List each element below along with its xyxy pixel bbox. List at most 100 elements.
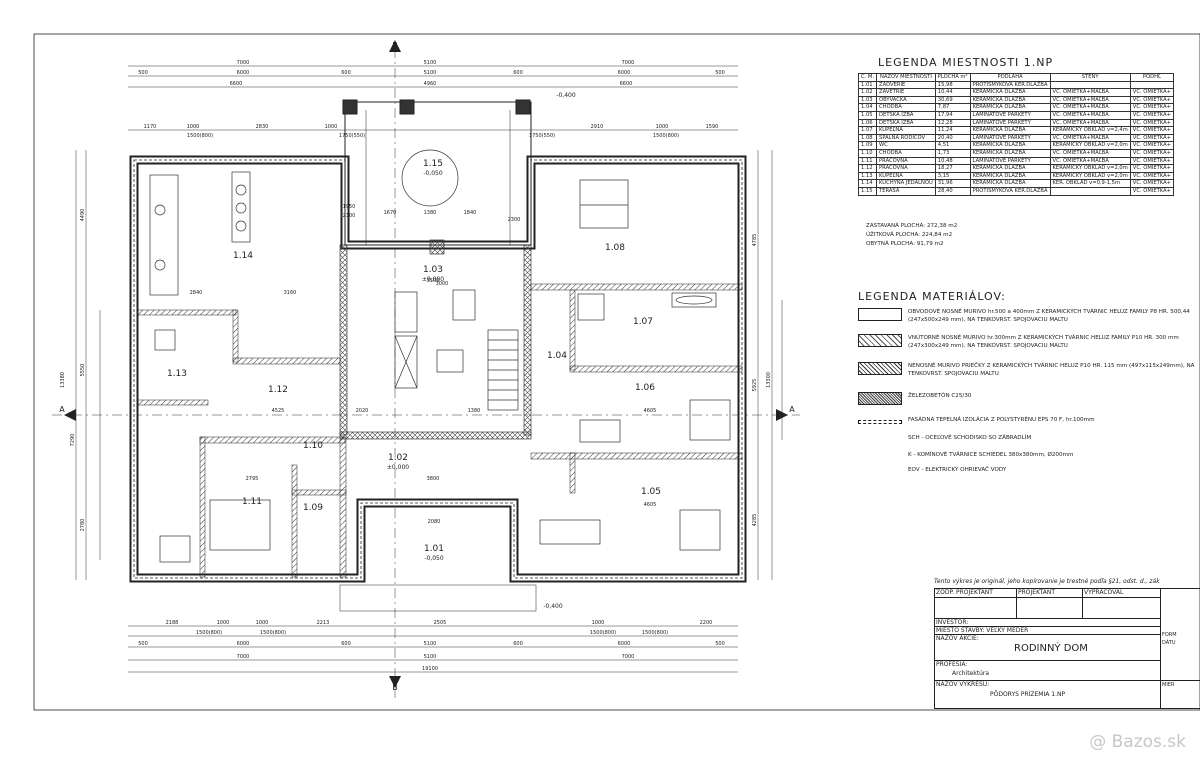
room-legend-cell: TERASA	[876, 186, 936, 196]
dimension-label: 4605	[644, 502, 657, 508]
material-swatch	[858, 334, 902, 347]
room-label-1-02: 1.02	[388, 453, 408, 463]
room-legend-cell: 1.14	[857, 179, 878, 188]
dimension-label: 5925	[752, 379, 758, 392]
interior-walls	[137, 244, 743, 578]
dimension-label: 1000	[217, 620, 230, 626]
drawing-label: NÁZOV VÝKRESU:	[936, 681, 990, 688]
room-legend-cell: VC. OMIETKA+	[1129, 141, 1174, 150]
room-legend-cell: KERAMICKÁ DLAŽBA	[969, 95, 1051, 105]
dimension-label: 6000	[618, 641, 631, 647]
dimension-label: 1000	[325, 124, 338, 130]
material-item: OBVODOVÉ NOSNÉ MURIVO hr.500 a 400mm Z K…	[858, 308, 1198, 324]
usable-area: ÚŽITKOVÁ PLOCHA: 224,84 m2	[866, 232, 953, 238]
room-label-1-07: 1.07	[633, 317, 653, 327]
room-legend-cell: KERAMICKÁ DLAŽBA	[969, 164, 1051, 173]
room-label-1-12: 1.12	[268, 385, 288, 395]
room-legend-col-3: PODLAHA	[969, 73, 1051, 82]
material-text: K - KOMÍNOVÉ TVÁRNICE SCHIEDEL 380x380mm…	[908, 452, 1074, 458]
room-label-1-10: 1.10	[303, 441, 323, 451]
material-text: OBVODOVÉ NOSNÉ MURIVO hr.500 a 400mm Z K…	[908, 309, 1190, 323]
dimension-label: 3160	[284, 290, 297, 296]
room-legend-cell: 1.15	[857, 186, 878, 196]
scale-label: MIER	[1162, 682, 1175, 688]
room-legend-cell: PRÁČOVŇA	[876, 164, 936, 173]
dimension-label: 6000	[618, 70, 631, 76]
room-legend-cell: 11,24	[934, 126, 971, 135]
room-legend-cell: LAMINÁTOVÉ PARKETY	[969, 118, 1051, 128]
dimension-label: 6000	[237, 641, 250, 647]
dimension-label: 5100	[424, 60, 437, 66]
room-legend-cell: KERAMICKÁ DLAŽBA	[969, 148, 1051, 158]
section-markers	[64, 40, 788, 688]
room-label-1-11: 1.11	[242, 497, 262, 507]
room-legend-cell: KERAMICKÝ OBKLAD v=2,4m	[1049, 126, 1131, 135]
dimension-label: 600	[341, 641, 351, 647]
investor-label: INVESTOR:	[936, 619, 969, 626]
room-legend-cell: PROTIŠMYKOVÁ KER.DLAŽBA	[969, 186, 1051, 196]
room-legend-cell: VC. OMIETKA+MAĽBA	[1049, 103, 1131, 112]
sheet-frame	[33, 33, 1200, 711]
room-legend-cell: 4,51	[934, 141, 971, 150]
room-legend-cell: CHODBA	[876, 148, 936, 158]
dimension-label: 4785	[752, 234, 758, 247]
dimension-label: 7000	[237, 654, 250, 660]
dimension-label: 19100	[422, 666, 438, 672]
material-text: FASÁDNA TEPELNÁ IZOLÁCIA Z POLYSTYRÉNU E…	[908, 417, 1095, 423]
material-item: K - KOMÍNOVÉ TVÁRNICE SCHIEDEL 380x380mm…	[858, 451, 1198, 467]
project-name: RODINNÝ DOM	[1014, 643, 1088, 654]
dimension-label: 1590	[706, 124, 719, 130]
material-legend-title: LEGENDA MATERIÁLOV:	[858, 290, 1006, 303]
terrace-outline	[339, 99, 537, 612]
room-legend-cell: 18,27	[934, 164, 971, 173]
section-mark: A	[789, 405, 795, 414]
room-legend-cell: KER. OBKLAD v=0,9-1,5m	[1049, 179, 1131, 188]
furniture	[149, 149, 731, 563]
room-legend-cell: SPÁLŇA RODIČOV	[876, 133, 936, 143]
room-legend-cell: 1.05	[857, 110, 878, 120]
room-label-1-15: 1.15	[423, 159, 443, 169]
dimension-label: 6000	[237, 70, 250, 76]
dimension-label: 2910	[591, 124, 604, 130]
room-legend-cell: 1,73	[934, 148, 971, 158]
room-legend-cell	[1129, 80, 1174, 90]
room-legend-cell: KERAMICKÝ OBKLAD v=2,0m	[1049, 164, 1131, 173]
level-tag: -0,400	[556, 92, 576, 99]
material-item: ŽELEZOBETÓN C25/30	[858, 392, 1198, 408]
plan-labels: 1.141.15-0,0501.081.03±0,0001.071.041.12…	[59, 41, 795, 692]
dimension-label: 1000	[656, 124, 669, 130]
room-legend-cell: KERAMICKÝ OBKLAD v=2,0m	[1049, 141, 1131, 150]
room-legend-col-1: NÁZOV MIESTNOSTI	[876, 73, 936, 82]
room-legend-cell: PROTIŠMYKOVÁ KER.DLAŽBA	[969, 80, 1051, 90]
room-legend-cell: VC. OMIETKA+	[1129, 118, 1174, 128]
room-label-1-05: 1.05	[641, 487, 661, 497]
date-label: DÁTU	[1162, 640, 1176, 646]
room-legend-cell: VC. OMIETKA+	[1129, 103, 1174, 112]
room-legend-cell: VC. OMIETKA+MAĽBA	[1049, 133, 1131, 143]
room-legend-cell: WC	[876, 141, 936, 150]
room-legend-cell: KERAMICKÁ DLAŽBA	[969, 171, 1051, 181]
room-level-1-02: ±0,000	[387, 464, 409, 471]
area-summary: ZASTAVANÁ PLOCHA: 272,38 m2 ÚŽITKOVÁ PLO…	[866, 222, 957, 249]
dimension-label: 2505	[434, 620, 447, 626]
dimension-label: 1500(800)	[653, 133, 679, 139]
dimension-label: 500	[715, 70, 725, 76]
dimension-label: 2020	[356, 408, 369, 414]
dimension-label: 2795	[246, 476, 259, 482]
room-level-1-01: -0,050	[424, 555, 444, 562]
dimension-label: 4285	[752, 514, 758, 527]
format-label: FORM	[1162, 632, 1177, 638]
dimension-label: 3000	[436, 281, 449, 287]
dimension-label: 1500(800)	[187, 133, 213, 139]
dimension-label: 1000	[592, 620, 605, 626]
room-legend-cell: 3,15	[934, 171, 971, 181]
dimension-label: 5100	[424, 654, 437, 660]
